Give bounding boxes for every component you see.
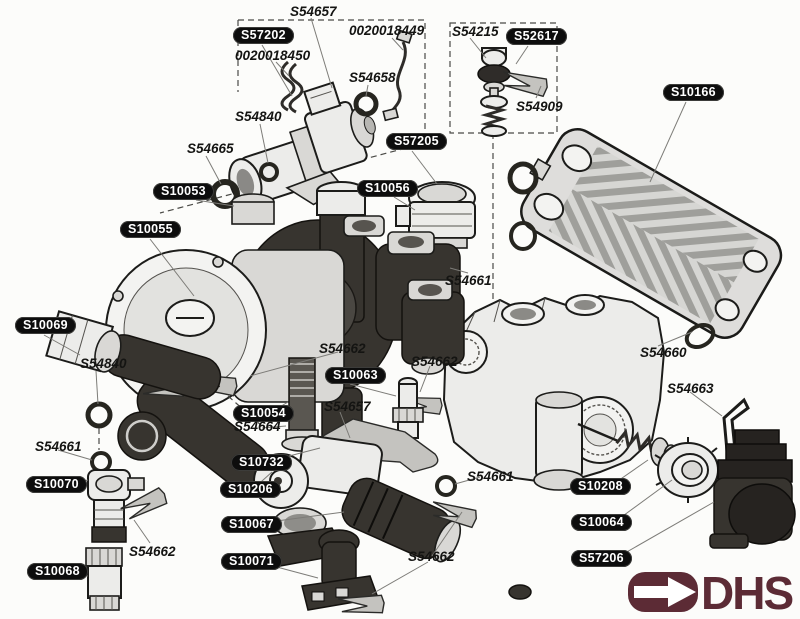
part-label-s54661: S54661 xyxy=(445,273,492,288)
part-label-s54665: S54665 xyxy=(187,141,234,156)
part-label-s54661: S54661 xyxy=(35,439,82,454)
nut-s10064-drawing xyxy=(654,437,721,503)
part-label-s54658: S54658 xyxy=(349,70,396,85)
part-label-s54657: S54657 xyxy=(290,4,337,19)
part-label-s10055: S10055 xyxy=(120,221,181,238)
turbine-s10067-drawing xyxy=(341,477,462,563)
oring-s54661-bottom xyxy=(435,475,457,497)
part-label-s54664: S54664 xyxy=(234,419,281,434)
gasket-ring xyxy=(509,221,537,251)
part-label-s54663: S54663 xyxy=(667,381,714,396)
solenoid-valve-drawing xyxy=(397,279,465,420)
bypass-valve-kit-drawing xyxy=(477,47,551,137)
sensor-wire-drawing xyxy=(382,29,413,122)
part-label-s54909: S54909 xyxy=(516,99,563,114)
plate-heat-exchanger-drawing xyxy=(520,128,783,339)
part-label-s57205: S57205 xyxy=(386,133,447,150)
brand-logo: DHS xyxy=(628,567,794,619)
part-label-s54661: S54661 xyxy=(467,469,514,484)
part-label-0020018449: 0020018449 xyxy=(349,23,425,38)
logo-arrow-icon xyxy=(634,577,696,607)
gasket-ring xyxy=(507,161,539,195)
small-disc xyxy=(508,584,532,600)
part-label-s10053: S10053 xyxy=(153,183,214,200)
part-label-0020018450: 0020018450 xyxy=(235,48,311,63)
sleeve-s10068-drawing xyxy=(85,547,123,611)
part-label-s54660: S54660 xyxy=(640,345,687,360)
part-label-s57206: S57206 xyxy=(571,550,632,567)
part-label-s57202: S57202 xyxy=(233,27,294,44)
oring-s54840-left xyxy=(85,401,113,429)
part-label-s10068: S10068 xyxy=(27,563,88,580)
pressure-sensor-drawing xyxy=(395,181,476,259)
part-label-s10056: S10056 xyxy=(357,180,418,197)
elbow-s10071-drawing xyxy=(301,529,380,611)
part-label-s10064: S10064 xyxy=(571,514,632,531)
oring-s54840-top xyxy=(259,162,279,182)
part-label-s54662: S54662 xyxy=(411,354,458,369)
part-label-s54662: S54662 xyxy=(129,544,176,559)
part-label-s10208: S10208 xyxy=(570,478,631,495)
part-label-s54662: S54662 xyxy=(408,549,455,564)
part-label-s10067: S10067 xyxy=(221,516,282,533)
part-label-s54840: S54840 xyxy=(80,356,127,371)
part-label-s54840: S54840 xyxy=(235,109,282,124)
part-label-s10054: S10054 xyxy=(233,405,294,422)
part-label-s10070: S10070 xyxy=(26,476,87,493)
part-label-s10071: S10071 xyxy=(221,553,282,570)
actuator-s57206-drawing xyxy=(709,429,796,549)
part-label-s10732: S10732 xyxy=(231,454,292,471)
part-label-s10206: S10206 xyxy=(220,481,281,498)
clip-s54663-drawing xyxy=(722,397,750,463)
part-label-s10063: S10063 xyxy=(325,367,386,384)
part-label-s10166: S10166 xyxy=(663,84,724,101)
part-label-s52617: S52617 xyxy=(506,28,567,45)
part-label-s54662: S54662 xyxy=(319,341,366,356)
oring-s54660 xyxy=(684,322,716,350)
part-label-s10069: S10069 xyxy=(15,317,76,334)
part-label-s54215: S54215 xyxy=(452,24,499,39)
part-label-s54657: S54657 xyxy=(324,399,371,414)
logo-text: DHS xyxy=(701,567,792,619)
retaining-clip-drawing xyxy=(280,60,304,114)
valve-s10070-drawing xyxy=(87,469,145,543)
